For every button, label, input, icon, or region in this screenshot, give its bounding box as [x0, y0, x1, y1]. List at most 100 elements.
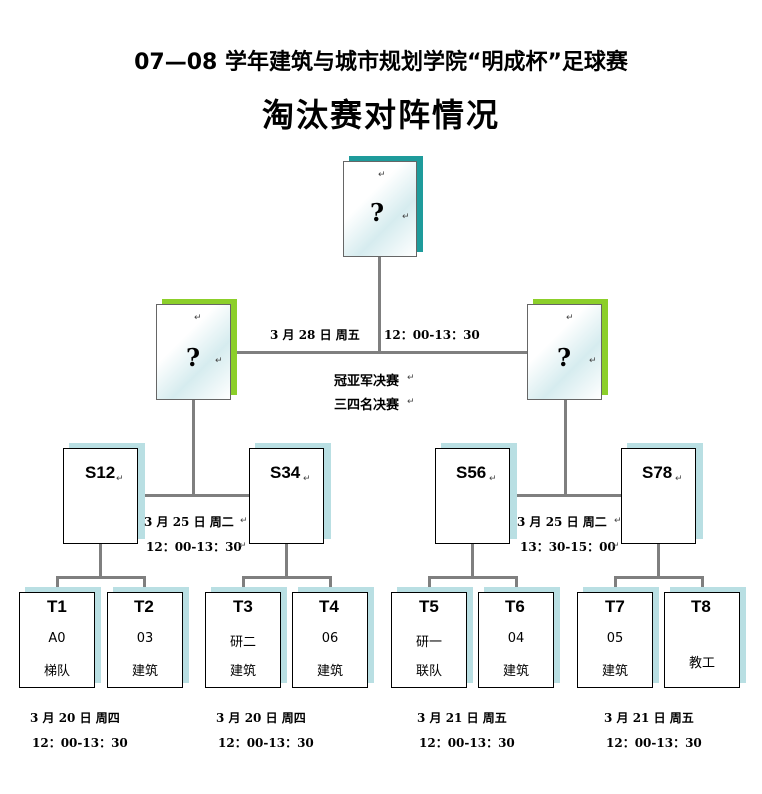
final-box-return-mark: ↵: [378, 170, 386, 180]
semi-s56-label: S56: [456, 463, 487, 482]
team-t5-line2: 联队: [415, 664, 442, 679]
team-t6-id: T6: [505, 597, 525, 616]
semi-right-date-return-mark: ↵: [614, 516, 622, 526]
r1-a-time: 12：00-13：30: [32, 736, 128, 750]
semi-s34-box: [249, 448, 324, 544]
final-unknown-mark: ?: [370, 198, 385, 227]
connector-r1-b: [285, 544, 288, 578]
r1-b-time: 12：00-13：30: [218, 736, 314, 750]
final-line1-return-mark: ↵: [407, 373, 415, 383]
semi-s78-label: S78: [642, 463, 673, 482]
semi-s34-return-mark: ↵: [303, 474, 311, 484]
connector-r1-a-h: [56, 576, 146, 579]
semi-right-time: 13：30-15：00: [520, 540, 616, 554]
team-t4-line2: 建筑: [316, 664, 343, 679]
connector-semi-right: [510, 494, 622, 497]
semi-left-date: 3 月 25 日 周二: [144, 515, 234, 529]
connector-r1-a-r: [143, 576, 146, 592]
team-t2-id: T2: [134, 597, 154, 616]
semi-right-date: 3 月 25 日 周二: [517, 515, 607, 529]
r1-a-date: 3 月 20 日 周四: [30, 711, 120, 725]
team-t8-box: [664, 592, 740, 688]
team-t1-line2: 梯队: [43, 664, 70, 679]
r1-d-date: 3 月 21 日 周五: [604, 711, 694, 725]
team-t1-box: [19, 592, 95, 688]
final-line2-return-mark: ↵: [407, 397, 415, 407]
semi-s56-return-mark: ↵: [489, 474, 497, 484]
right-finalist-unknown-mark: ?: [557, 343, 572, 372]
connector-r1-b-r: [329, 576, 332, 592]
connector-r1-c-l: [428, 576, 431, 592]
right-finalist-return-mark: ↵: [566, 313, 574, 323]
connector-r1-a: [99, 544, 102, 578]
team-t7-id: T7: [605, 597, 625, 616]
event-title: 07—08 学年建筑与城市规划学院“明成杯”足球赛: [134, 50, 628, 75]
team-t1-id: T1: [47, 597, 67, 616]
connector-r1-d-h: [614, 576, 704, 579]
r1-c-time: 12：00-13：30: [419, 736, 515, 750]
left-finalist-return-mark-2: ↵: [215, 356, 223, 366]
connector-r1-b-l: [242, 576, 245, 592]
final-box-return-mark-2: ↵: [402, 212, 410, 222]
team-t7-box: [577, 592, 653, 688]
team-t5-box: [391, 592, 467, 688]
team-t8-line2: 教工: [688, 656, 715, 671]
semi-s12-return-mark: ↵: [116, 474, 124, 484]
final-box: [343, 161, 417, 257]
semi-s56-box: [435, 448, 510, 544]
team-t3-id: T3: [233, 597, 253, 616]
bracket-title: 淘汰赛对阵情况: [261, 96, 500, 134]
r1-c-date: 3 月 21 日 周五: [417, 711, 507, 725]
team-t5-id: T5: [419, 597, 439, 616]
team-t2-line1: 03: [136, 631, 154, 646]
team-t3-line2: 建筑: [229, 664, 256, 679]
team-t3-box: [205, 592, 281, 688]
connector-r1-c: [471, 544, 474, 578]
semi-left-time: 12：00-13：30: [146, 540, 242, 554]
connector-r1-c-h: [428, 576, 518, 579]
team-t3-line1: 研二: [229, 635, 256, 650]
team-t1-line1: A0: [48, 631, 66, 646]
connector-final-vertical: [378, 257, 381, 353]
semi-s12-box: [63, 448, 138, 544]
semi-right-time-return-mark: ↵: [612, 541, 620, 551]
r1-d-time: 12：00-13：30: [606, 736, 702, 750]
connector-r1-a-l: [56, 576, 59, 592]
team-t2-line2: 建筑: [131, 664, 158, 679]
left-finalist-return-mark: ↵: [194, 313, 202, 323]
left-finalist-unknown-mark: ?: [186, 343, 201, 372]
connector-r1-d: [657, 544, 660, 578]
team-t4-line1: 06: [321, 631, 339, 646]
connector-final-horizontal: [236, 351, 528, 354]
connector-r1-c-r: [515, 576, 518, 592]
semi-s78-return-mark: ↵: [675, 474, 683, 484]
team-t7-line2: 建筑: [601, 664, 628, 679]
final-time: 12：00-13：30: [384, 328, 480, 342]
right-finalist-return-mark-2: ↵: [589, 356, 597, 366]
team-t4-id: T4: [319, 597, 339, 616]
right-finalist-box: [527, 304, 602, 400]
left-finalist-box: [156, 304, 231, 400]
team-t7-line1: 05: [606, 631, 624, 646]
connector-r1-d-l: [614, 576, 617, 592]
semi-left-time-return-mark: ↵: [239, 541, 247, 551]
final-match-line1: 冠亚军决赛: [334, 374, 400, 389]
connector-right-vertical: [564, 400, 567, 496]
team-t6-box: [478, 592, 554, 688]
r1-b-date: 3 月 20 日 周四: [216, 711, 306, 725]
team-t4-box: [292, 592, 368, 688]
connector-semi-left: [138, 494, 250, 497]
semi-left-date-return-mark: ↵: [240, 516, 248, 526]
connector-r1-b-h: [242, 576, 332, 579]
connector-left-vertical: [192, 400, 195, 496]
final-match-line2: 三四名决赛: [334, 398, 400, 413]
team-t8-id: T8: [691, 597, 711, 616]
team-t6-line1: 04: [507, 631, 525, 646]
connector-r1-d-r: [701, 576, 704, 592]
team-t5-line1: 研一: [415, 635, 442, 650]
semi-s34-label: S34: [270, 463, 301, 482]
semi-s78-box: [621, 448, 696, 544]
final-date: 3 月 28 日 周五: [270, 328, 360, 342]
team-t2-box: [107, 592, 183, 688]
semi-s12-label: S12: [85, 463, 116, 482]
